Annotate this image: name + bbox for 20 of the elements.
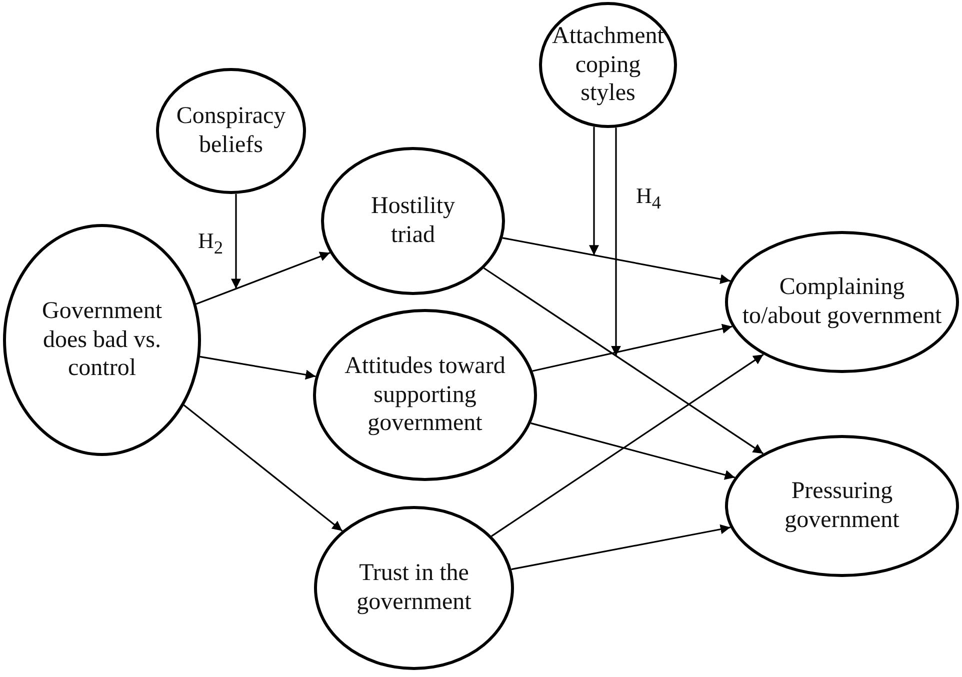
node-label: Conspiracy beliefs xyxy=(175,102,287,160)
arrow xyxy=(532,324,732,372)
node-label: Attitudes toward supporting government xyxy=(344,352,506,438)
node-label: Complaining to/about government xyxy=(742,273,942,331)
arrow xyxy=(511,524,731,570)
node-label: Trust in the government xyxy=(356,559,472,617)
arrow xyxy=(183,404,343,532)
hypothesis-label: H$_{4}$ xyxy=(636,183,662,214)
hypothesis-label: H$_{2}$ xyxy=(198,228,224,258)
node-label: Attachment coping styles xyxy=(551,22,665,108)
arrow xyxy=(231,194,241,289)
arrow xyxy=(484,267,764,454)
arrow xyxy=(589,126,599,256)
node-label: Hostility triad xyxy=(370,192,456,250)
arrow xyxy=(200,356,316,380)
node-label: Government does bad vs. control xyxy=(41,296,163,384)
arrow xyxy=(491,354,764,537)
node-label: Pressuring government xyxy=(784,477,900,535)
arrow xyxy=(611,128,621,356)
arrow xyxy=(502,237,730,284)
